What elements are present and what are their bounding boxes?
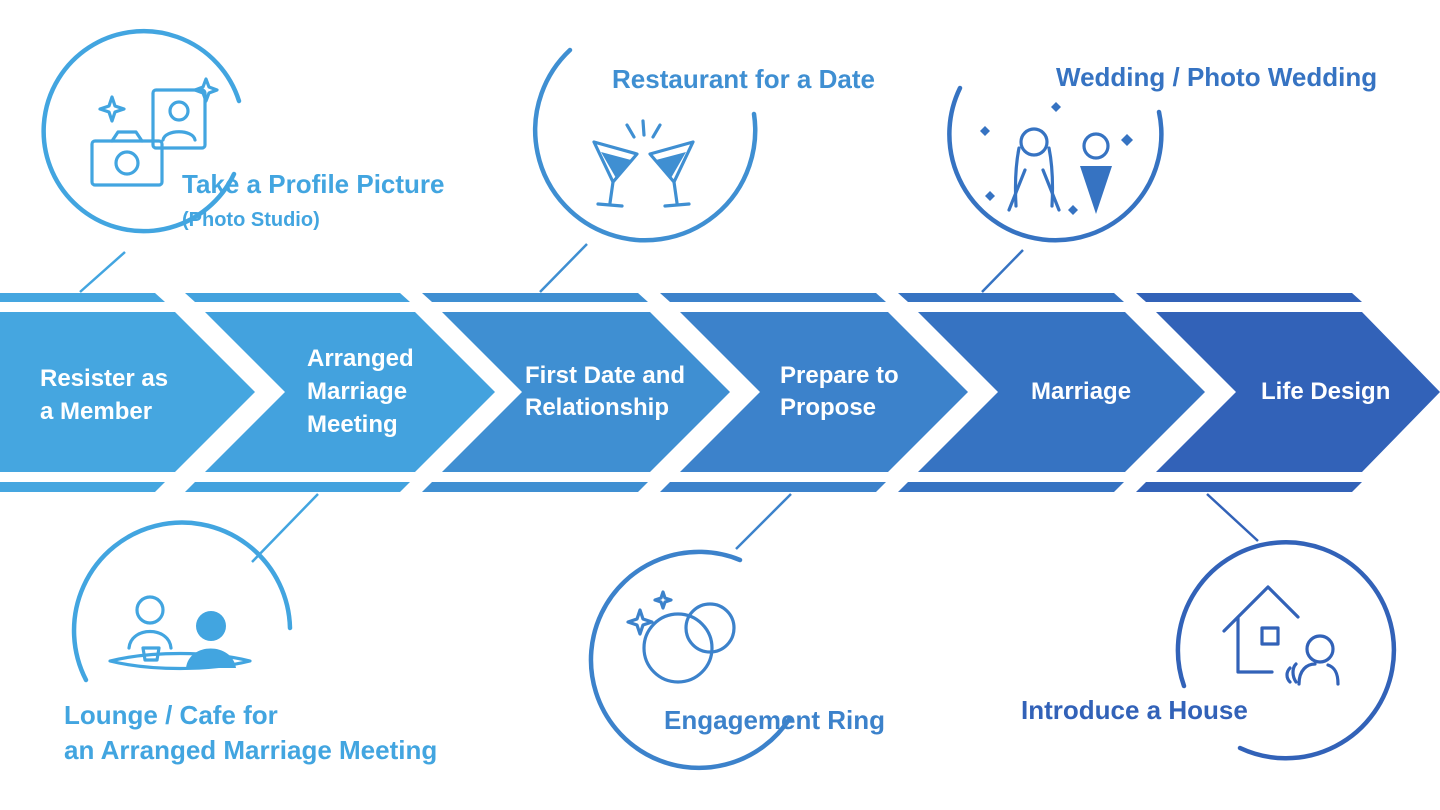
callout-wedding: Wedding / Photo Wedding (947, 62, 1377, 293)
connector-line (79, 251, 126, 293)
step-2-chevron (185, 293, 495, 492)
step-1-chevron (0, 293, 255, 492)
callout-ring (71, 520, 293, 683)
step-1-label: Resister as a Member (40, 365, 175, 425)
callout-title: Engagement Ring (664, 705, 885, 735)
step-5-label: Marriage (1031, 378, 1131, 405)
callout-ring (1175, 539, 1397, 761)
callout-lounge-cafe: Lounge / Cafe for an Arranged Marriage M… (64, 493, 437, 765)
callout-profile-picture: Take a Profile Picture (Photo Studio) (41, 28, 445, 293)
step-3-chevron (422, 293, 730, 492)
cocktail-toast-icon (592, 119, 695, 208)
step-4-label: Prepare to Propose (780, 362, 905, 421)
callout-subtitle: (Photo Studio) (182, 209, 320, 231)
step-4-chevron (660, 293, 968, 492)
connector-line (1206, 493, 1259, 542)
callout-restaurant: Restaurant for a Date (533, 47, 875, 293)
step-3-label: First Date and Relationship (525, 362, 692, 421)
callout-ring (947, 85, 1164, 243)
callout-title: Wedding / Photo Wedding (1056, 62, 1377, 92)
connector-line (735, 493, 792, 550)
step-6-label: Life Design (1261, 378, 1390, 405)
callout-title: Lounge / Cafe for an Arranged Marriage M… (64, 700, 437, 765)
callout-engagement-ring: Engagement Ring (588, 493, 885, 771)
callout-title: Take a Profile Picture (182, 169, 445, 199)
house-person-icon (1222, 585, 1340, 686)
callout-title: Restaurant for a Date (612, 64, 875, 94)
connector-line (981, 249, 1024, 293)
step-2-label: Arranged Marriage Meeting (307, 345, 420, 438)
step-5-chevron (898, 293, 1205, 492)
meeting-cafe-icon (108, 595, 252, 671)
step-6-chevron (1136, 293, 1440, 492)
camera-portrait-icon (90, 77, 219, 187)
callout-ring (533, 47, 758, 243)
chevron-band (0, 293, 1440, 492)
callout-title: Introduce a House (1021, 695, 1248, 725)
connector-line (539, 243, 588, 293)
step-labels: Resister as a Member Arranged Marriage M… (40, 345, 1390, 438)
wedding-couple-icon (980, 102, 1133, 215)
engagement-rings-icon (626, 590, 736, 684)
callout-ring (588, 549, 793, 771)
callout-ring (41, 28, 242, 234)
connector-line (251, 493, 319, 563)
callout-house: Introduce a House (1021, 493, 1397, 761)
